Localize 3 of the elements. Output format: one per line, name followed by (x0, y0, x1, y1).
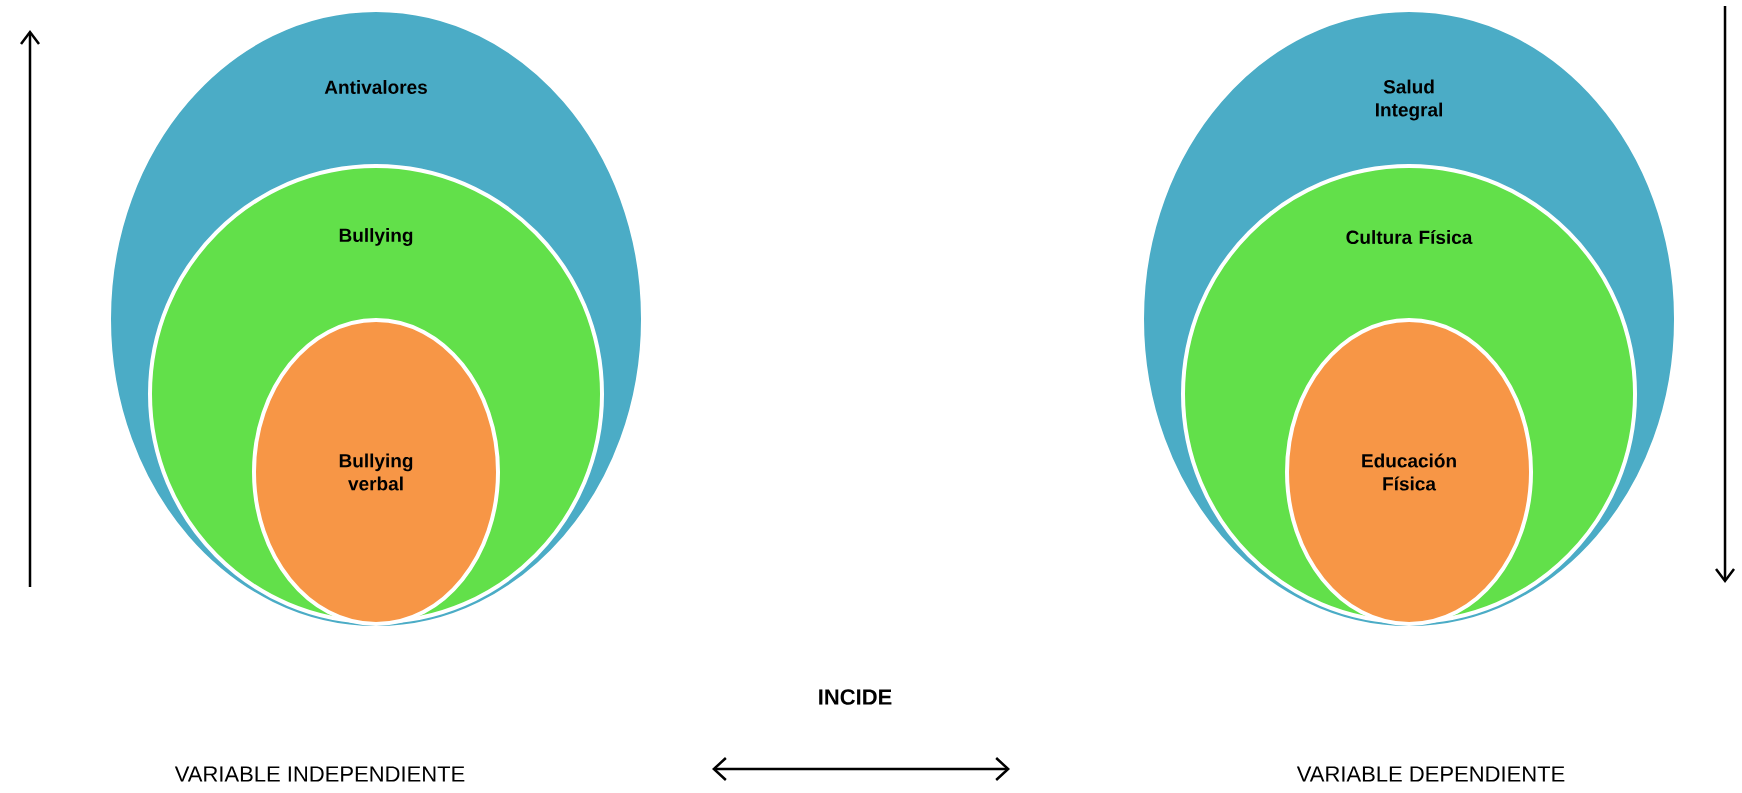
incide-label: INCIDE (819, 689, 892, 705)
variable-label: VARIABLE DEPENDIENTE (1296, 766, 1565, 782)
variable-label: VARIABLE INDEPENDIENTE (174, 766, 465, 782)
